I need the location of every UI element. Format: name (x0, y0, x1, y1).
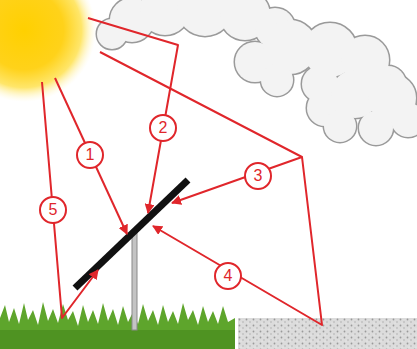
cloud-symbol (97, 0, 417, 145)
callout-number: 4 (214, 262, 242, 290)
callout-number: 5 (39, 196, 67, 224)
grass-ground (0, 302, 235, 349)
cloud-fill (97, 0, 417, 145)
callout-number: 1 (76, 141, 104, 169)
grass-base (0, 330, 235, 349)
sun-symbol (0, 0, 96, 102)
panel-pole (132, 232, 137, 330)
callout-number: 2 (149, 114, 177, 142)
solar-panel (75, 180, 188, 288)
radiation-paths (42, 18, 322, 325)
ground-reflected-ray (153, 157, 322, 325)
callout-number: 3 (244, 162, 272, 190)
diffuse-ray (100, 52, 302, 203)
gravel-ground (238, 318, 417, 349)
cloud-reflected-ray (88, 18, 178, 213)
